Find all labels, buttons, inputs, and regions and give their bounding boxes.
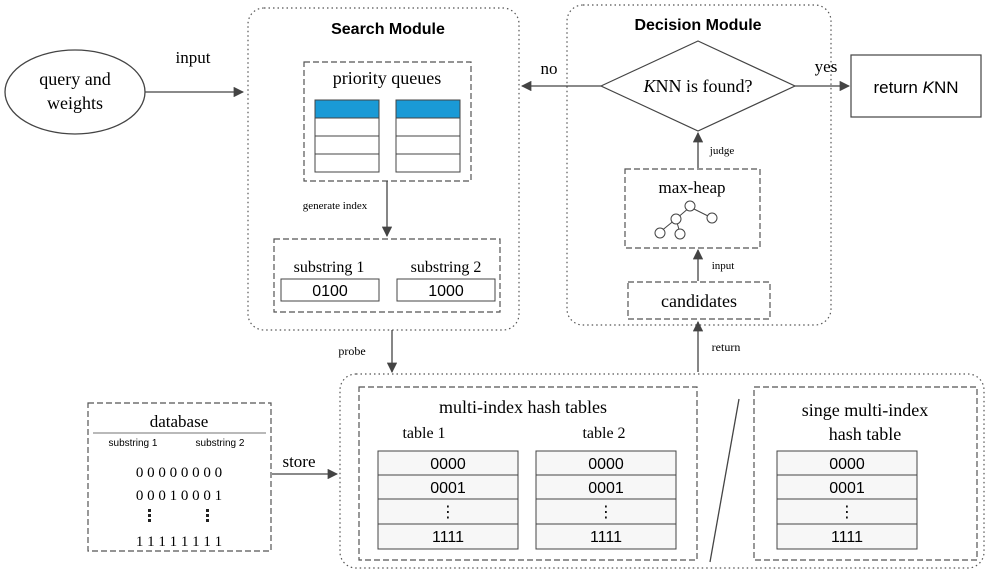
table2-row-1111: 1111 (590, 529, 622, 546)
query-weights-node: query and weights (4, 49, 146, 135)
search-module-title: Search Module (331, 21, 445, 38)
table1-row-0001: 0001 (430, 480, 466, 497)
priority-queues-box: priority queues (303, 61, 472, 182)
return-knn-box: return KNN (850, 54, 982, 118)
database-ellipsis (148, 509, 209, 522)
max-heap-box: max-heap (624, 168, 761, 249)
table2-row-ellipsis: ⋮ (598, 504, 614, 521)
database-row2: 0 0 0 1 0 0 0 1 (136, 488, 222, 504)
priority-queue-1 (314, 99, 380, 173)
priority-queues-label: priority queues (333, 68, 441, 88)
single-row-ellipsis: ⋮ (839, 504, 855, 521)
substring1-code: 0100 (312, 283, 348, 300)
input-label: input (176, 48, 211, 67)
candidates-input-label: input (712, 260, 735, 272)
store-label: store (282, 452, 315, 471)
database-col2: substring 2 (196, 438, 245, 449)
table1-label: table 1 (402, 425, 445, 442)
yes-label: yes (815, 57, 838, 76)
single-row-0000: 0000 (829, 456, 865, 473)
table1-row-ellipsis: ⋮ (440, 504, 456, 521)
single-multi-index-hash-table: singe multi-index hash table 0000 0001 ⋮… (753, 386, 978, 561)
table1-row-1111: 1111 (432, 529, 464, 546)
no-label: no (541, 59, 558, 78)
decision-module: Decision Module KNN is found? judge max-… (566, 4, 832, 326)
table2-row-0001: 0001 (588, 480, 624, 497)
return-knn-text: return KNN (873, 78, 958, 97)
database-box: database substring 1 substring 2 0 0 0 0… (87, 402, 272, 552)
single-index-title-line2: hash table (829, 424, 901, 444)
query-weights-line2: weights (47, 93, 103, 113)
hash-tables-group: multi-index hash tables table 1 table 2 … (339, 373, 985, 569)
substrings-box: substring 1 substring 2 0100 1000 (273, 238, 501, 313)
substring1-label: substring 1 (294, 259, 365, 276)
multi-index-title: multi-index hash tables (439, 397, 607, 417)
database-col1: substring 1 (109, 438, 158, 449)
single-row-1111: 1111 (831, 529, 863, 546)
return-label: return (712, 340, 741, 354)
table2-row-0000: 0000 (588, 456, 624, 473)
database-row-last: 1 1 1 1 1 1 1 1 (136, 534, 222, 550)
heap-tree-icon (654, 200, 718, 240)
multi-index-hash-tables: multi-index hash tables table 1 table 2 … (358, 386, 698, 561)
hash-table-2: 0000 0001 ⋮ 1111 (535, 450, 677, 550)
knn-found-diamond: KNN is found? (599, 40, 797, 132)
decision-module-title: Decision Module (634, 17, 761, 34)
database-row1: 0 0 0 0 0 0 0 0 (136, 465, 222, 481)
substring2-label: substring 2 (411, 259, 482, 276)
priority-queue-2 (395, 99, 461, 173)
single-row-0001: 0001 (829, 480, 865, 497)
table1-row-0000: 0000 (430, 456, 466, 473)
knn-found-text: KNN is found? (642, 76, 752, 96)
substring2-code: 1000 (428, 283, 464, 300)
max-heap-label: max-heap (658, 178, 725, 197)
candidates-label: candidates (661, 291, 737, 311)
search-module: Search Module priority queues generate i… (247, 7, 520, 331)
judge-label: judge (709, 145, 735, 157)
hash-table-1: 0000 0001 ⋮ 1111 (377, 450, 519, 550)
database-title: database (150, 412, 209, 431)
probe-label: probe (338, 344, 365, 358)
separator-slash (709, 398, 740, 563)
single-index-title-line1: singe multi-index (802, 400, 928, 420)
generate-index-label: generate index (303, 200, 368, 212)
query-weights-line1: query and (39, 69, 110, 89)
table2-label: table 2 (582, 425, 625, 442)
candidates-box: candidates (627, 281, 771, 320)
